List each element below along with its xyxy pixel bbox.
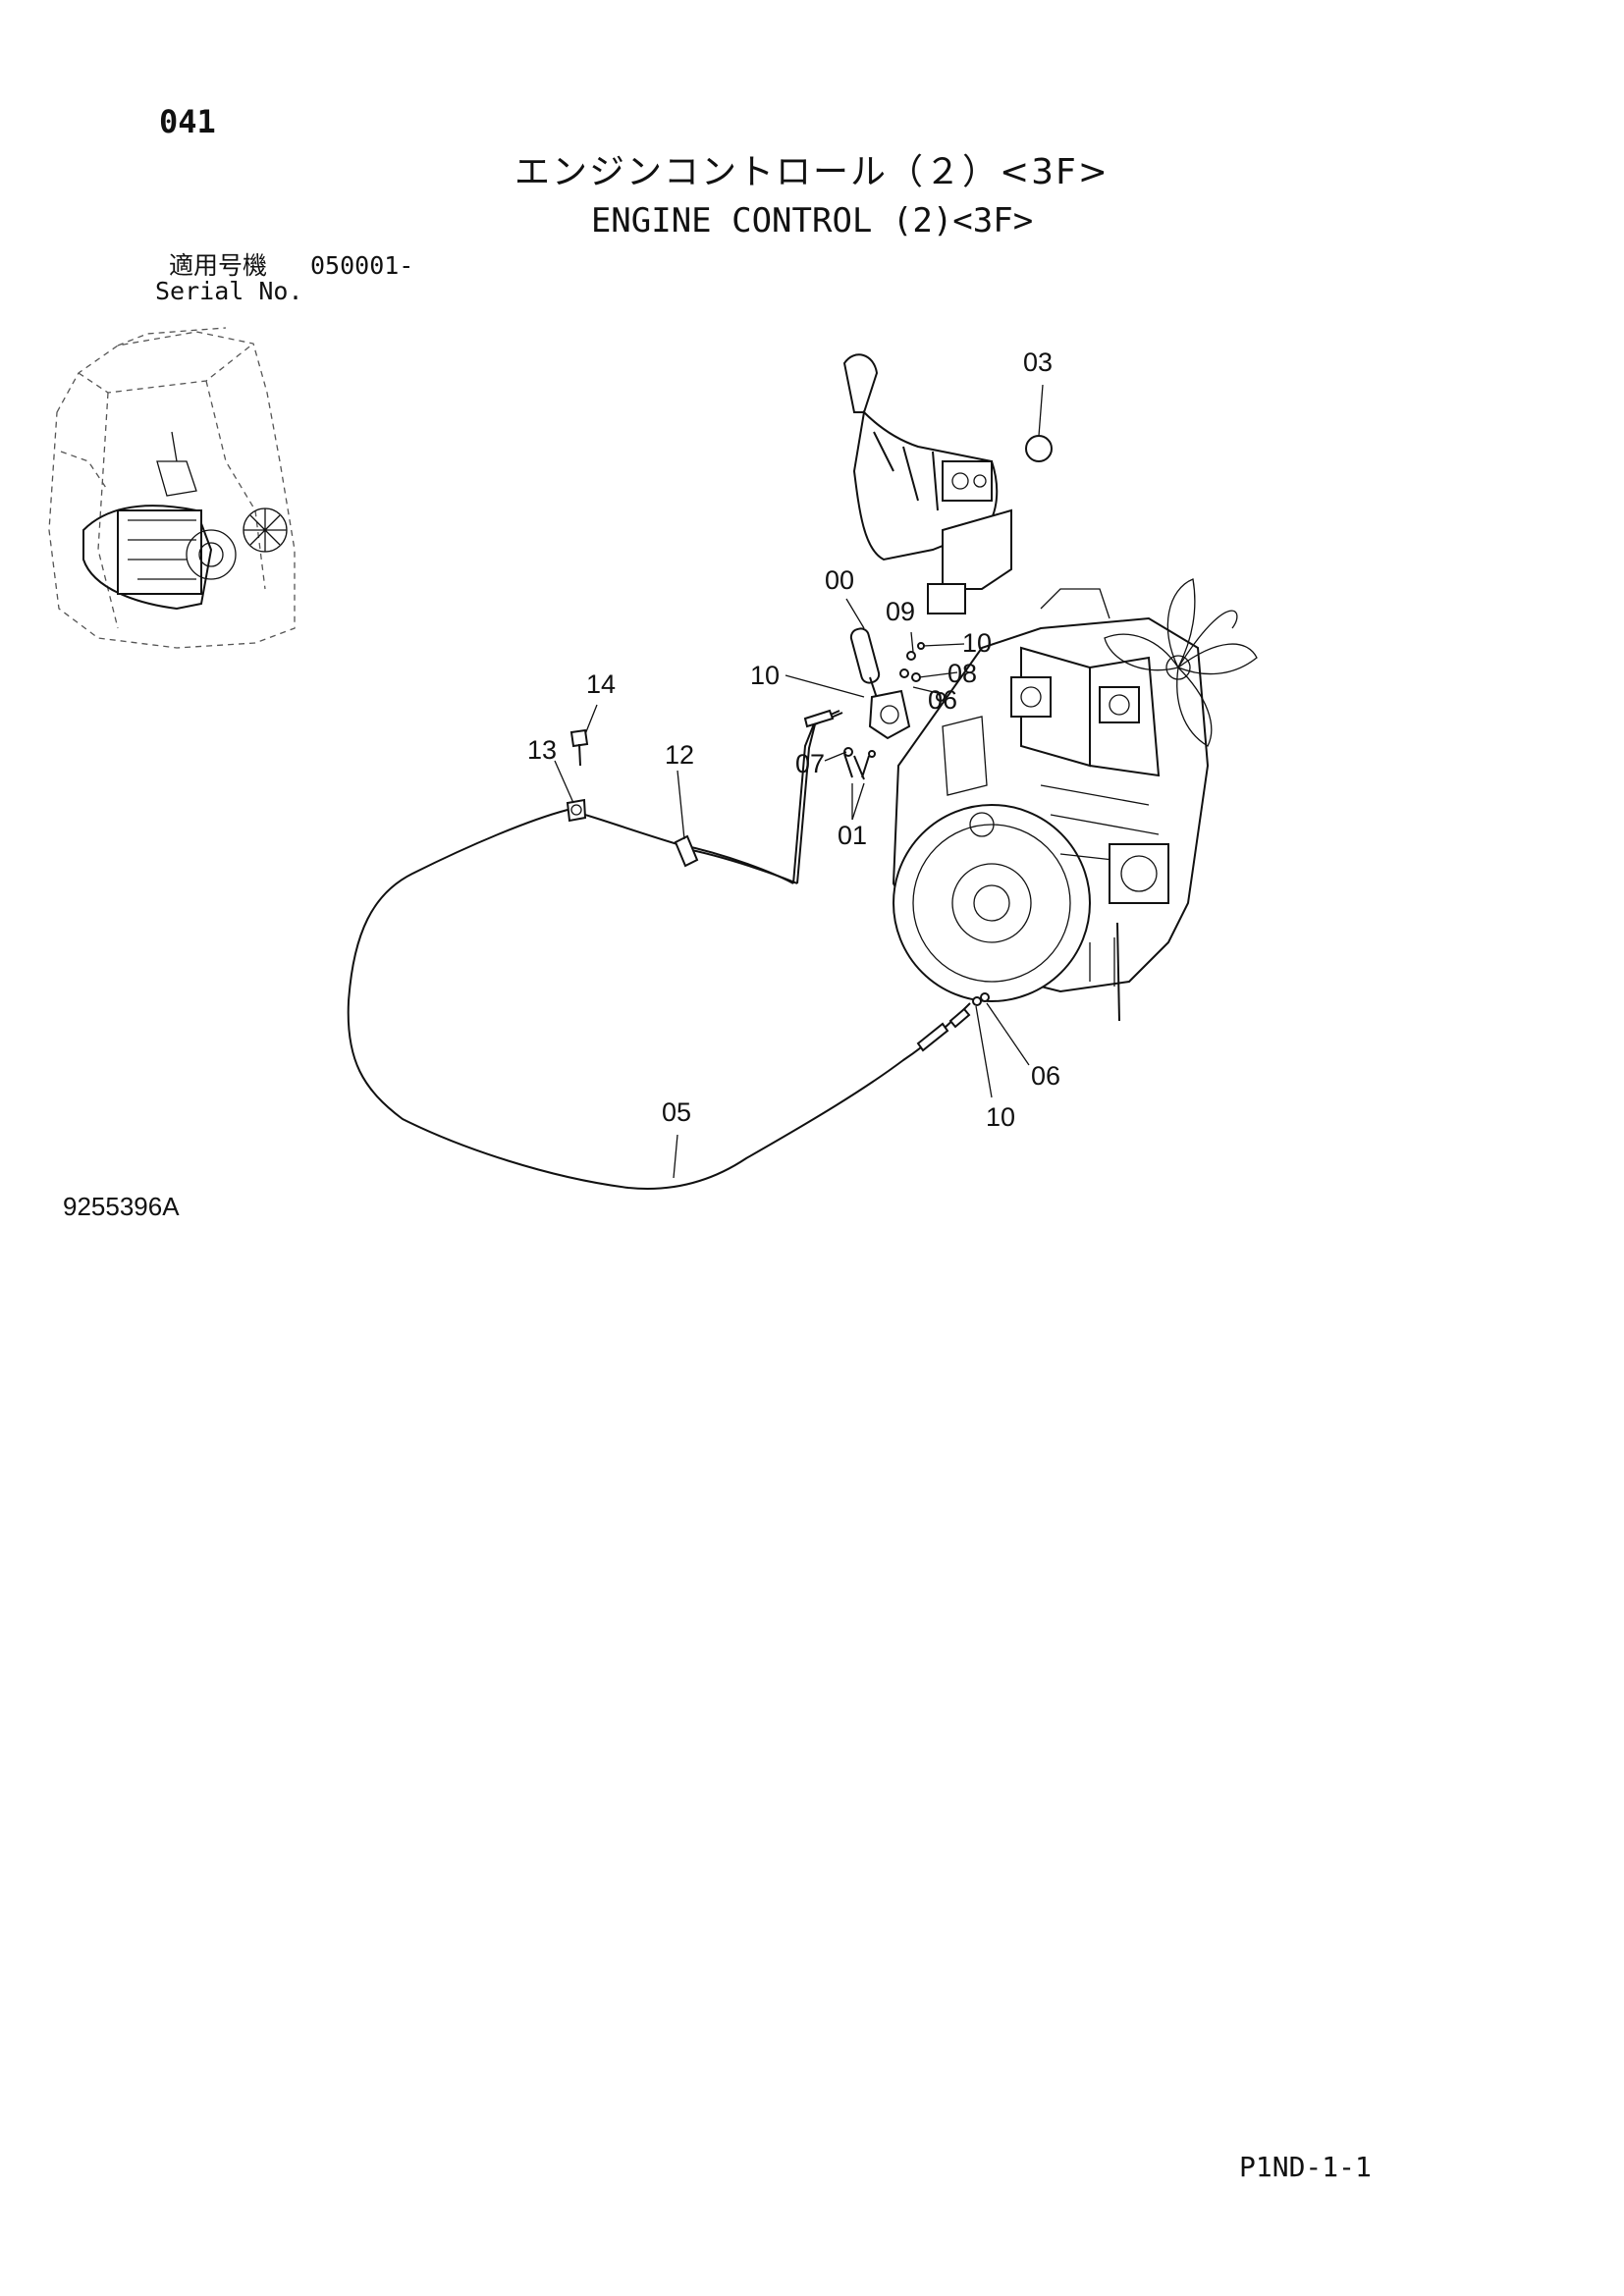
control-cable [347,709,990,1190]
sheet-code: P1ND-1-1 [1239,2151,1372,2183]
control-lever-housing [842,353,1053,614]
hand-lever-assembly [843,627,946,780]
callout-01: 01 [838,821,867,850]
callout-10-engine: 10 [986,1102,1015,1132]
callout-06-engine: 06 [1031,1061,1060,1091]
callout-05: 05 [662,1097,691,1127]
locator-inset-illustration [48,327,296,649]
applicability-range: 050001- [310,251,414,280]
callout-09: 09 [886,597,915,626]
callout-10-cable: 10 [750,661,780,690]
engine-assembly [892,578,1258,1022]
callout-06-lever: 06 [928,685,957,715]
callout-13: 13 [527,735,557,765]
page-title-japanese: エンジンコントロール（２）<3F> [514,152,1110,192]
callout-labels: 03 00 09 10 08 06 10 07 01 14 13 12 05 0… [527,347,1060,1132]
leader-lines [554,384,1044,1179]
callout-08: 08 [947,659,977,688]
applicability-label: 適用号機 [169,251,268,280]
callout-14: 14 [586,669,616,699]
callout-12: 12 [665,740,694,770]
callout-07: 07 [795,749,825,778]
page-number: 041 [159,103,216,140]
drawing-number: 9255396A [63,1192,180,1221]
callout-03: 03 [1023,347,1053,377]
serial-number-label: Serial No. [155,277,303,305]
callout-10-lever: 10 [962,628,992,658]
page-title-english: ENGINE CONTROL (2)<3F> [590,201,1034,240]
callout-00: 00 [825,565,854,595]
